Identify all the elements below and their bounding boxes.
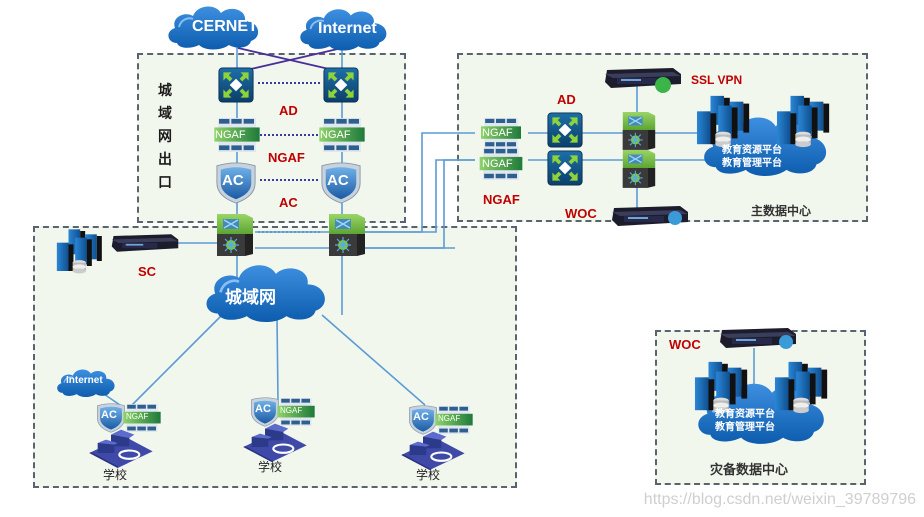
school-ngaf-text: NGAF (280, 406, 303, 415)
school-ngaf-text: NGAF (126, 412, 149, 421)
dc-ngaf-badge-text: NGAF (482, 127, 513, 139)
school-label: 学校 (103, 468, 128, 482)
dc-ad-label: AD (557, 92, 576, 107)
ha-links (258, 82, 320, 181)
school-label: 学校 (258, 460, 283, 474)
ad-icon (218, 67, 254, 103)
school-ngaf-text: NGAF (438, 414, 461, 423)
ngaf-badge-text: NGAF (215, 129, 246, 141)
dc-ngaf-badge-text: NGAF (482, 158, 513, 170)
main-dc-zone-label: 主数据中心 (751, 204, 812, 218)
watermark: https://blog.csdn.net/weixin_39789796 (643, 491, 916, 508)
ad-icon (323, 67, 359, 103)
internet-cross-links (237, 47, 343, 73)
globe-icon (779, 335, 793, 349)
ad-icon (547, 150, 583, 186)
metro-network-label: 城域网 (225, 288, 276, 308)
dc-switch-icon (622, 149, 656, 188)
globe-icon (668, 211, 682, 225)
dc-switch-icon (622, 111, 656, 150)
school-ac-text: AC (255, 403, 271, 415)
browser-e-icon (655, 77, 671, 93)
ngaf-badge-text: NGAF (320, 129, 351, 141)
school-ac-text: AC (413, 411, 429, 423)
dc-woc-label: WOC (565, 206, 597, 221)
dr-platform-line1: 教育资源平台 (715, 409, 775, 420)
dr-dc-zone-label: 灾备数据中心 (710, 463, 789, 478)
ssl-vpn-label: SSL VPN (691, 73, 743, 87)
school-label: 学校 (416, 468, 441, 482)
ac-badge-text: AC (222, 172, 244, 189)
sc-appliance-icon (111, 234, 179, 252)
exit-ngaf-label: NGAF (268, 150, 305, 165)
sc-label: SC (138, 264, 157, 279)
exit-ac-label: AC (279, 195, 298, 210)
dr-platform-line2: 教育管理平台 (715, 422, 775, 433)
dr-woc-label: WOC (669, 337, 701, 352)
internet-label: Internet (318, 20, 377, 37)
school-ac-text: AC (101, 409, 117, 421)
main-platform-line1: 教育资源平台 (722, 145, 782, 156)
dc-ngaf-label: NGAF (483, 192, 520, 207)
school-internet-label: Internet (66, 375, 103, 386)
server-cluster-icon (774, 361, 828, 414)
cernet-label: CERNET (192, 18, 258, 35)
main-platform-line2: 教育管理平台 (722, 158, 782, 169)
server-cluster-icon (776, 95, 830, 148)
core-switch-icon (328, 213, 366, 256)
core-switch-icon (216, 213, 254, 256)
exit-ad-label: AD (279, 103, 298, 118)
ac-badge-text: AC (327, 172, 349, 189)
server-cluster-icon (56, 229, 102, 274)
metro-exit-zone-label: 城域网出口 (158, 83, 172, 191)
ad-icon (547, 112, 583, 148)
